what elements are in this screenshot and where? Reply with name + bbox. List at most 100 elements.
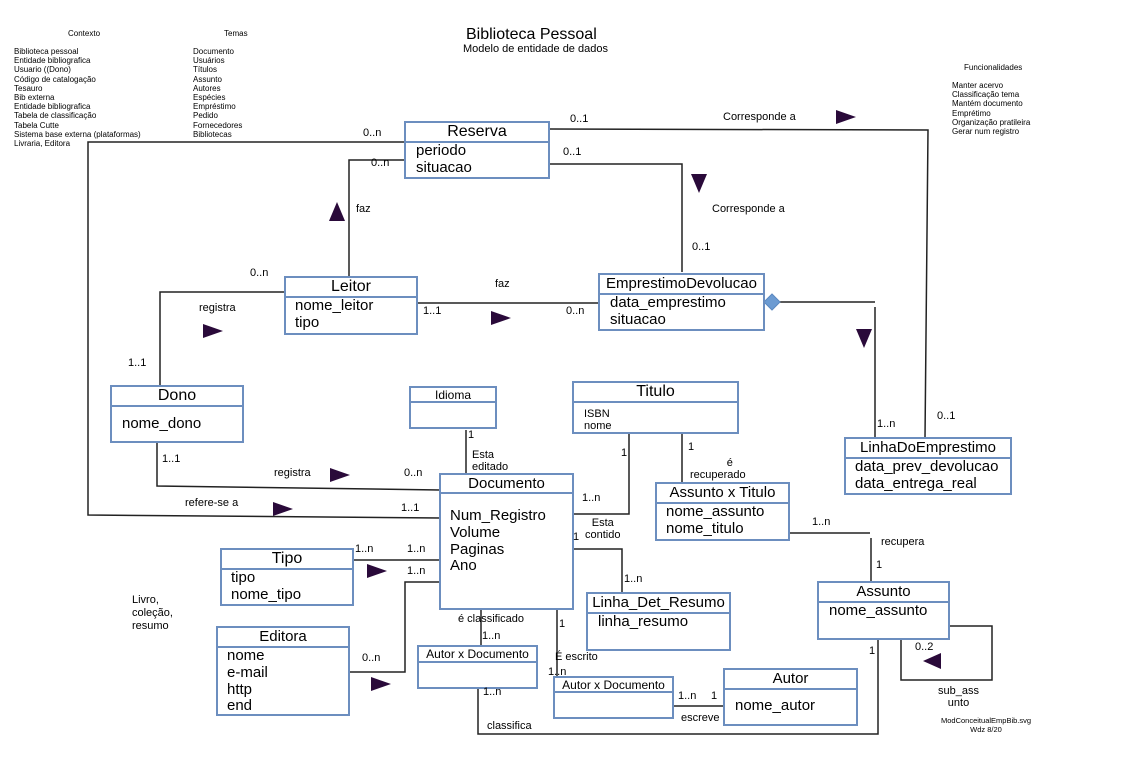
temas-item: Usuários <box>193 56 225 66</box>
multiplicity: 1 <box>559 618 566 630</box>
temas-item: Autores <box>193 83 221 93</box>
entity-attribute: nome_tipo <box>231 585 302 603</box>
line-assunto-self <box>900 625 993 681</box>
line-titulo-documento <box>573 433 630 515</box>
entity-attribute: nome_titulo <box>666 519 744 537</box>
contexto-item: Bib externa <box>14 93 55 103</box>
line-reserva-documento <box>87 141 441 519</box>
funcionalidades-item: Mantém documento <box>952 99 1023 109</box>
entity-name: Reserva <box>406 123 548 143</box>
entity-titulo[interactable]: Titulo ISBN nome <box>572 381 739 434</box>
entity-attribute: nome_dono <box>122 415 202 432</box>
rel-label-e-classificado: é classificado <box>458 613 525 625</box>
funcionalidades-heading: Funcionalidades <box>964 63 1023 72</box>
rel-label-line: é <box>726 457 733 469</box>
entity-linha-do-emprestimo[interactable]: LinhaDoEmprestimo data_prev_devolucao da… <box>844 437 1012 495</box>
entity-name: Autor <box>725 670 856 690</box>
line-dono-documento <box>156 442 441 491</box>
entity-attribute: tipo <box>231 569 256 586</box>
rel-label-classifica: classifica <box>487 720 532 732</box>
direction-arrow-right-icon <box>273 502 293 516</box>
rel-label-line: recuperado <box>690 469 746 481</box>
multiplicity: 1..1 <box>162 453 181 465</box>
multiplicity: 0..n <box>566 305 585 317</box>
multiplicity: 1..n <box>678 690 697 702</box>
multiplicity: 1..1 <box>423 305 442 317</box>
entity-linha-det-resumo[interactable]: Linha_Det_Resumo linha_resumo <box>586 592 731 651</box>
entity-documento[interactable]: Documento Num_Registro Volume Paginas An… <box>439 473 574 610</box>
multiplicity: 1..n <box>407 543 426 555</box>
rel-label-e-recuperado: é recuperado <box>690 457 746 481</box>
direction-arrow-right-icon <box>203 324 223 338</box>
entity-dono[interactable]: Dono nome_dono <box>110 385 244 443</box>
direction-arrow-right-icon <box>836 110 856 124</box>
entity-autor-x-documento-2[interactable]: Autor x Documento <box>553 676 674 719</box>
entity-tipo[interactable]: Tipo tipo nome_tipo <box>220 548 354 606</box>
contexto-item: Entidade bibliografica <box>14 56 91 66</box>
line-documento-linharesumo <box>573 548 623 593</box>
entity-name: Documento <box>441 475 572 494</box>
rel-label-sub-assunto: sub_ass unto <box>938 685 979 709</box>
entity-idioma[interactable]: Idioma <box>409 386 497 429</box>
entity-name: Assunto x Titulo <box>657 484 788 504</box>
entity-attribute: http <box>227 680 253 698</box>
temas-item: Bibliotecas <box>193 129 232 139</box>
line-reserva-emprestimo <box>549 163 683 272</box>
entity-attribute: tipo <box>295 313 320 331</box>
multiplicity: 0..n <box>371 157 390 169</box>
entity-emprestimo-devolucao[interactable]: EmprestimoDevolucao data_emprestimo situ… <box>598 273 765 331</box>
entity-name: Assunto <box>819 583 948 603</box>
contexto-item: Tesauro <box>14 83 43 93</box>
temas-item: Assunto <box>193 74 222 84</box>
entity-attribute: data_prev_devolucao <box>855 458 999 475</box>
multiplicity: 1..n <box>812 516 831 528</box>
multiplicity: 0..n <box>362 652 381 664</box>
rel-label-line: unto <box>947 697 970 709</box>
funcionalidades-list: Manter acervo Classificação tema Mantém … <box>952 81 1030 136</box>
entity-attribute: ISBN <box>584 408 610 420</box>
entity-editora[interactable]: Editora nome e-mail http end <box>216 626 350 716</box>
contexto-item: Código de catalogação <box>14 74 96 84</box>
entity-attribute: linha_resumo <box>598 613 689 630</box>
funcionalidades-item: Gerar num registro <box>952 127 1020 137</box>
rel-label-registra: registra <box>274 467 311 479</box>
contexto-item: Livraria, Editora <box>14 139 71 149</box>
entity-leitor[interactable]: Leitor nome_leitor tipo <box>284 276 418 335</box>
entity-autor[interactable]: Autor nome_autor <box>723 668 858 726</box>
rel-label-esta-contido: Esta contido <box>585 517 620 541</box>
multiplicity: 0..n <box>250 267 269 279</box>
rel-label-refere-se-a: refere-se a <box>185 497 239 509</box>
entity-autor-x-documento-1[interactable]: Autor x Documento <box>417 645 538 689</box>
entity-assunto[interactable]: Assunto nome_assunto <box>817 581 950 640</box>
entity-assunto-x-titulo[interactable]: Assunto x Titulo nome_assunto nome_titul… <box>655 482 790 541</box>
direction-arrow-right-icon <box>367 564 387 578</box>
rel-label-e-escrito: É escrito <box>555 651 598 663</box>
temas-heading: Temas <box>224 29 248 38</box>
footer-filename: ModConceitualEmpBib.svg <box>941 716 1032 725</box>
multiplicity: 0..1 <box>563 146 582 158</box>
multiplicity: 0..1 <box>692 241 711 253</box>
entity-reserva[interactable]: Reserva periodo situacao <box>404 121 550 179</box>
direction-arrow-left-icon <box>923 653 941 669</box>
temas-item: Títulos <box>193 65 218 75</box>
entity-attribute: Num_Registro <box>450 507 546 524</box>
temas-item: Espécies <box>193 93 226 103</box>
entity-attribute: nome <box>584 420 612 433</box>
entity-attribute: Ano <box>450 557 477 575</box>
rel-label-faz: faz <box>356 203 371 215</box>
entity-attribute: nome_assunto <box>666 503 765 520</box>
rel-label-recupera: recupera <box>881 536 925 548</box>
rel-label-line: editado <box>472 461 509 473</box>
rel-label-line: Esta <box>591 517 614 529</box>
entity-attribute: nome <box>227 647 265 664</box>
funcionalidades-item: Manter acervo <box>952 81 1004 90</box>
entity-name: Tipo <box>222 550 352 570</box>
multiplicity: 1..n <box>624 573 643 585</box>
aggregation-diamond-icon <box>763 293 781 311</box>
entity-name: Titulo <box>574 383 737 403</box>
rel-label-faz: faz <box>495 278 510 290</box>
multiplicity: 1..n <box>483 686 502 698</box>
line-reserva-leitor <box>348 159 405 277</box>
direction-arrow-down-icon <box>691 174 707 193</box>
